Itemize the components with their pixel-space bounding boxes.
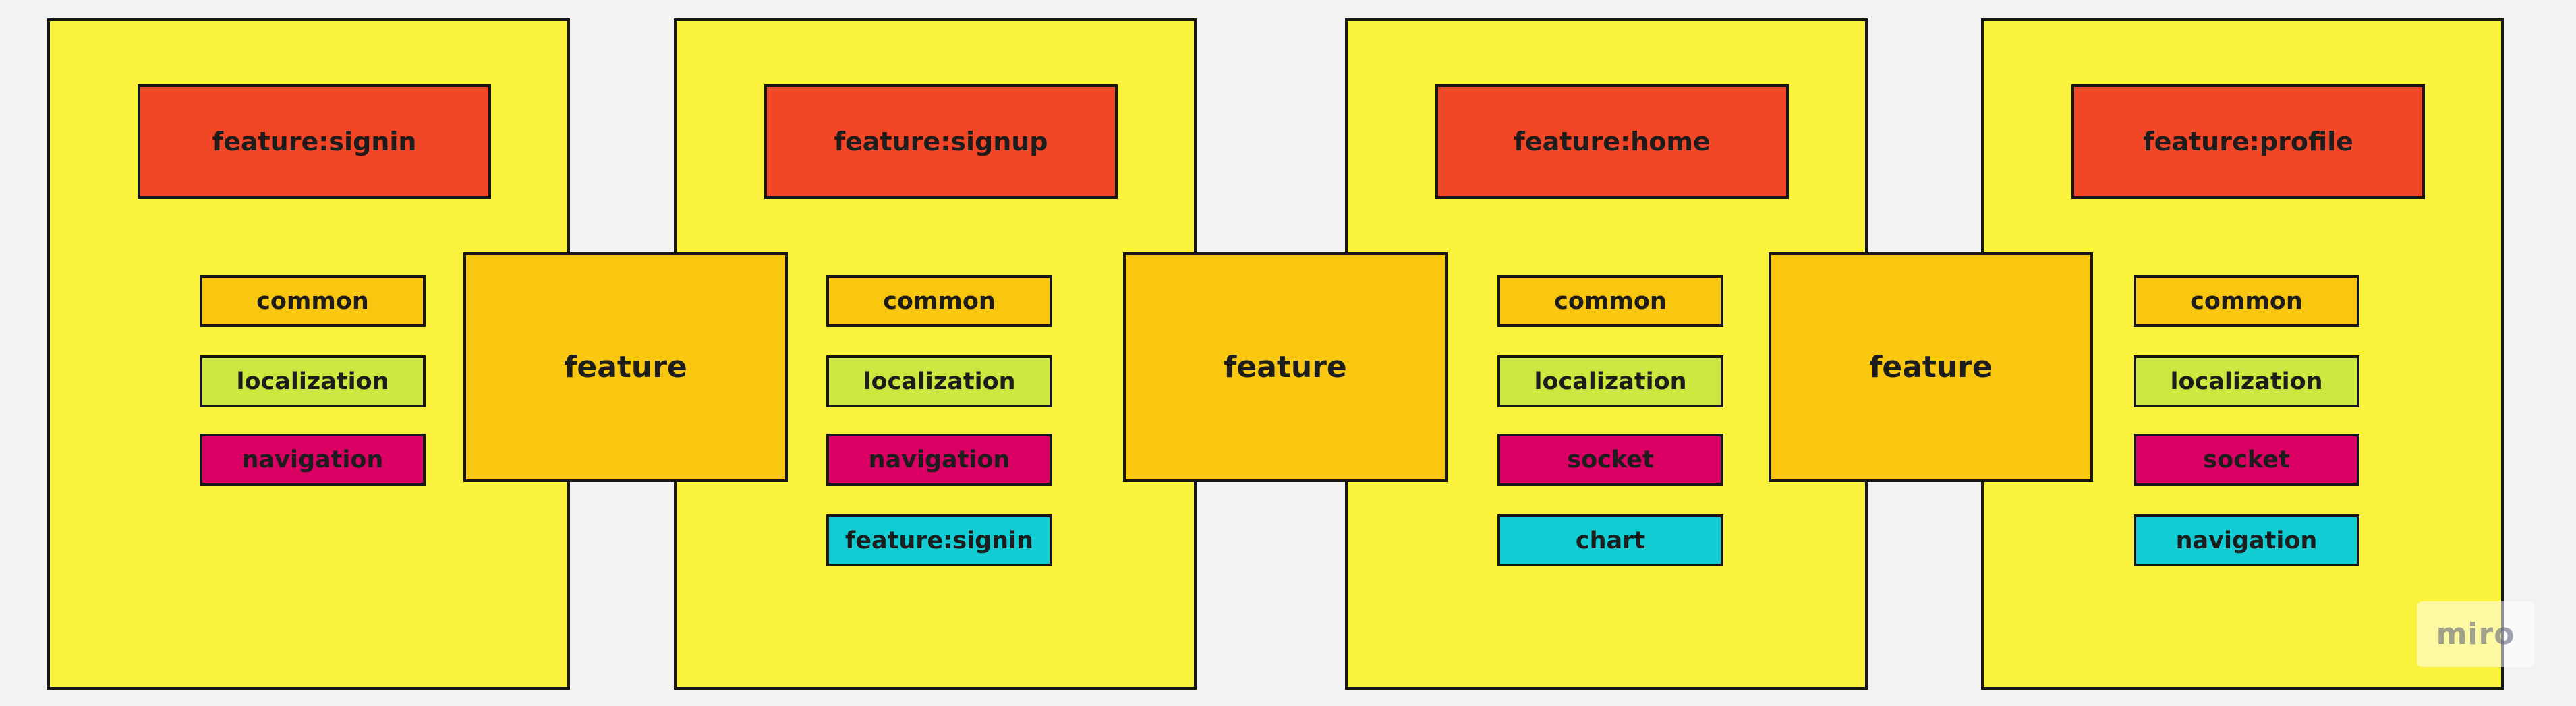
miro-logo-text: miro <box>2436 617 2515 651</box>
module-feature-signin-navigation[interactable]: navigation <box>200 434 426 486</box>
module-label: common <box>256 287 369 315</box>
module-label: localization <box>2170 367 2323 395</box>
feature-connector-2[interactable]: feature <box>1123 252 1448 482</box>
module-feature-home-localization[interactable]: localization <box>1497 355 1723 407</box>
module-label: localization <box>1534 367 1687 395</box>
module-label: socket <box>2203 446 2290 473</box>
panel-title-label: feature:signup <box>834 127 1048 156</box>
feature-connector-label: feature <box>1869 350 1993 384</box>
module-label: common <box>2190 287 2303 315</box>
module-feature-home-chart[interactable]: chart <box>1497 514 1723 566</box>
module-feature-signup-localization[interactable]: localization <box>826 355 1052 407</box>
module-label: common <box>883 287 996 315</box>
module-label: chart <box>1575 527 1646 554</box>
module-feature-profile-socket[interactable]: socket <box>2134 434 2359 486</box>
module-feature-profile-navigation[interactable]: navigation <box>2134 514 2359 566</box>
module-feature-signup-common[interactable]: common <box>826 275 1052 327</box>
module-feature-home-socket[interactable]: socket <box>1497 434 1723 486</box>
feature-connector-1[interactable]: feature <box>463 252 788 482</box>
module-feature-profile-localization[interactable]: localization <box>2134 355 2359 407</box>
module-label: common <box>1554 287 1667 315</box>
panel-title-label: feature:signin <box>212 127 417 156</box>
panel-title-label: feature:home <box>1514 127 1711 156</box>
module-label: localization <box>236 367 389 395</box>
module-label: navigation <box>241 446 384 473</box>
module-label: localization <box>863 367 1016 395</box>
module-feature-signin-common[interactable]: common <box>200 275 426 327</box>
module-feature-signup-feature-signin[interactable]: feature:signin <box>826 514 1052 566</box>
panel-title-feature-signup[interactable]: feature:signup <box>764 84 1118 199</box>
feature-connector-label: feature <box>1224 350 1347 384</box>
panel-title-feature-home[interactable]: feature:home <box>1435 84 1789 199</box>
panel-feature-profile[interactable]: feature:profile common localization sock… <box>1981 18 2504 690</box>
module-feature-profile-common[interactable]: common <box>2134 275 2359 327</box>
feature-connector-3[interactable]: feature <box>1769 252 2093 482</box>
panel-title-label: feature:profile <box>2143 127 2353 156</box>
module-label: socket <box>1567 446 1654 473</box>
module-label: navigation <box>2175 527 2318 554</box>
module-feature-home-common[interactable]: common <box>1497 275 1723 327</box>
panel-title-feature-signin[interactable]: feature:signin <box>138 84 491 199</box>
module-label: navigation <box>868 446 1010 473</box>
module-feature-signup-navigation[interactable]: navigation <box>826 434 1052 486</box>
module-label: feature:signin <box>845 527 1033 554</box>
panel-title-feature-profile[interactable]: feature:profile <box>2071 84 2425 199</box>
module-feature-signin-localization[interactable]: localization <box>200 355 426 407</box>
feature-connector-label: feature <box>564 350 687 384</box>
miro-watermark: miro <box>2417 601 2534 667</box>
